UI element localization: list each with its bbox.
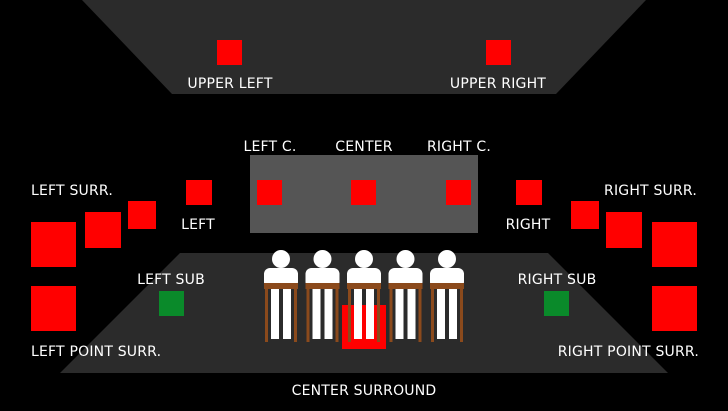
person-leg-right [407, 289, 416, 339]
label-left-surr: LEFT SURR. [31, 183, 113, 199]
chair-seat [347, 283, 381, 289]
chair-post-right [335, 286, 339, 342]
speaker-left-surround-3 [31, 222, 76, 267]
person-leg-right [366, 289, 374, 339]
speaker-right-surround-1 [571, 201, 599, 229]
seated-person-icon [347, 250, 381, 342]
chair-post-left [306, 286, 310, 342]
chair-post-left [431, 286, 434, 342]
label-right-sub: RIGHT SUB [518, 272, 597, 288]
label-right: RIGHT [506, 217, 551, 233]
speaker-left-point-surround [31, 286, 76, 331]
label-center-surround: CENTER SURROUND [292, 383, 437, 399]
seated-person-icon [305, 250, 340, 342]
person-leg-left [354, 289, 362, 339]
person-leg-right [449, 289, 457, 339]
speaker-right [516, 180, 542, 205]
chair-post-right [377, 286, 380, 342]
seated-person-icon [388, 250, 423, 342]
speaker-left-surround-2 [85, 212, 121, 248]
person-leg-right [283, 289, 291, 339]
speaker-upper-right [486, 40, 511, 65]
chair-post-right [294, 286, 297, 342]
speaker-left-center [257, 180, 282, 205]
label-upper-right: UPPER RIGHT [450, 76, 546, 92]
person-leg-left [437, 289, 445, 339]
label-left-point-surr: LEFT POINT SURR. [31, 344, 161, 360]
speaker-right-center [446, 180, 471, 205]
label-center: CENTER [335, 139, 392, 155]
label-left: LEFT [181, 217, 215, 233]
subwoofer-right [544, 291, 569, 316]
speakers-group [31, 40, 697, 349]
label-right-c: RIGHT C. [427, 139, 491, 155]
chair-post-left [389, 286, 393, 342]
chair-post-right [418, 286, 422, 342]
speaker-right-surround-2 [606, 212, 642, 248]
chair-post-left [265, 286, 268, 342]
chair-post-right [460, 286, 463, 342]
person-head [272, 250, 290, 268]
person-head [313, 250, 332, 268]
label-upper-left: UPPER LEFT [187, 76, 272, 92]
speaker-left-surround-1 [128, 201, 156, 229]
chair-seat [264, 283, 298, 289]
person-head [438, 250, 456, 268]
ceiling-plane [82, 0, 646, 94]
speaker-upper-left [217, 40, 242, 65]
speaker-left [186, 180, 212, 205]
person-leg-left [312, 289, 321, 339]
chair-seat [388, 283, 423, 289]
label-right-surr: RIGHT SURR. [604, 183, 697, 199]
label-left-c: LEFT C. [243, 139, 296, 155]
label-left-sub: LEFT SUB [137, 272, 205, 288]
person-head [355, 250, 373, 268]
chair-post-left [348, 286, 351, 342]
speaker-right-point-surround [652, 286, 697, 331]
chair-seat [305, 283, 340, 289]
person-leg-left [271, 289, 279, 339]
subwoofer-left [159, 291, 184, 316]
person-head [396, 250, 415, 268]
person-leg-right [324, 289, 333, 339]
speaker-right-surround-3 [652, 222, 697, 267]
seated-person-icon [264, 250, 298, 342]
person-leg-left [395, 289, 404, 339]
label-right-point-surr: RIGHT POINT SURR. [558, 344, 699, 360]
speaker-center [351, 180, 376, 205]
seated-person-icon [430, 250, 464, 342]
chair-seat [430, 283, 464, 289]
audience-group [264, 250, 464, 342]
